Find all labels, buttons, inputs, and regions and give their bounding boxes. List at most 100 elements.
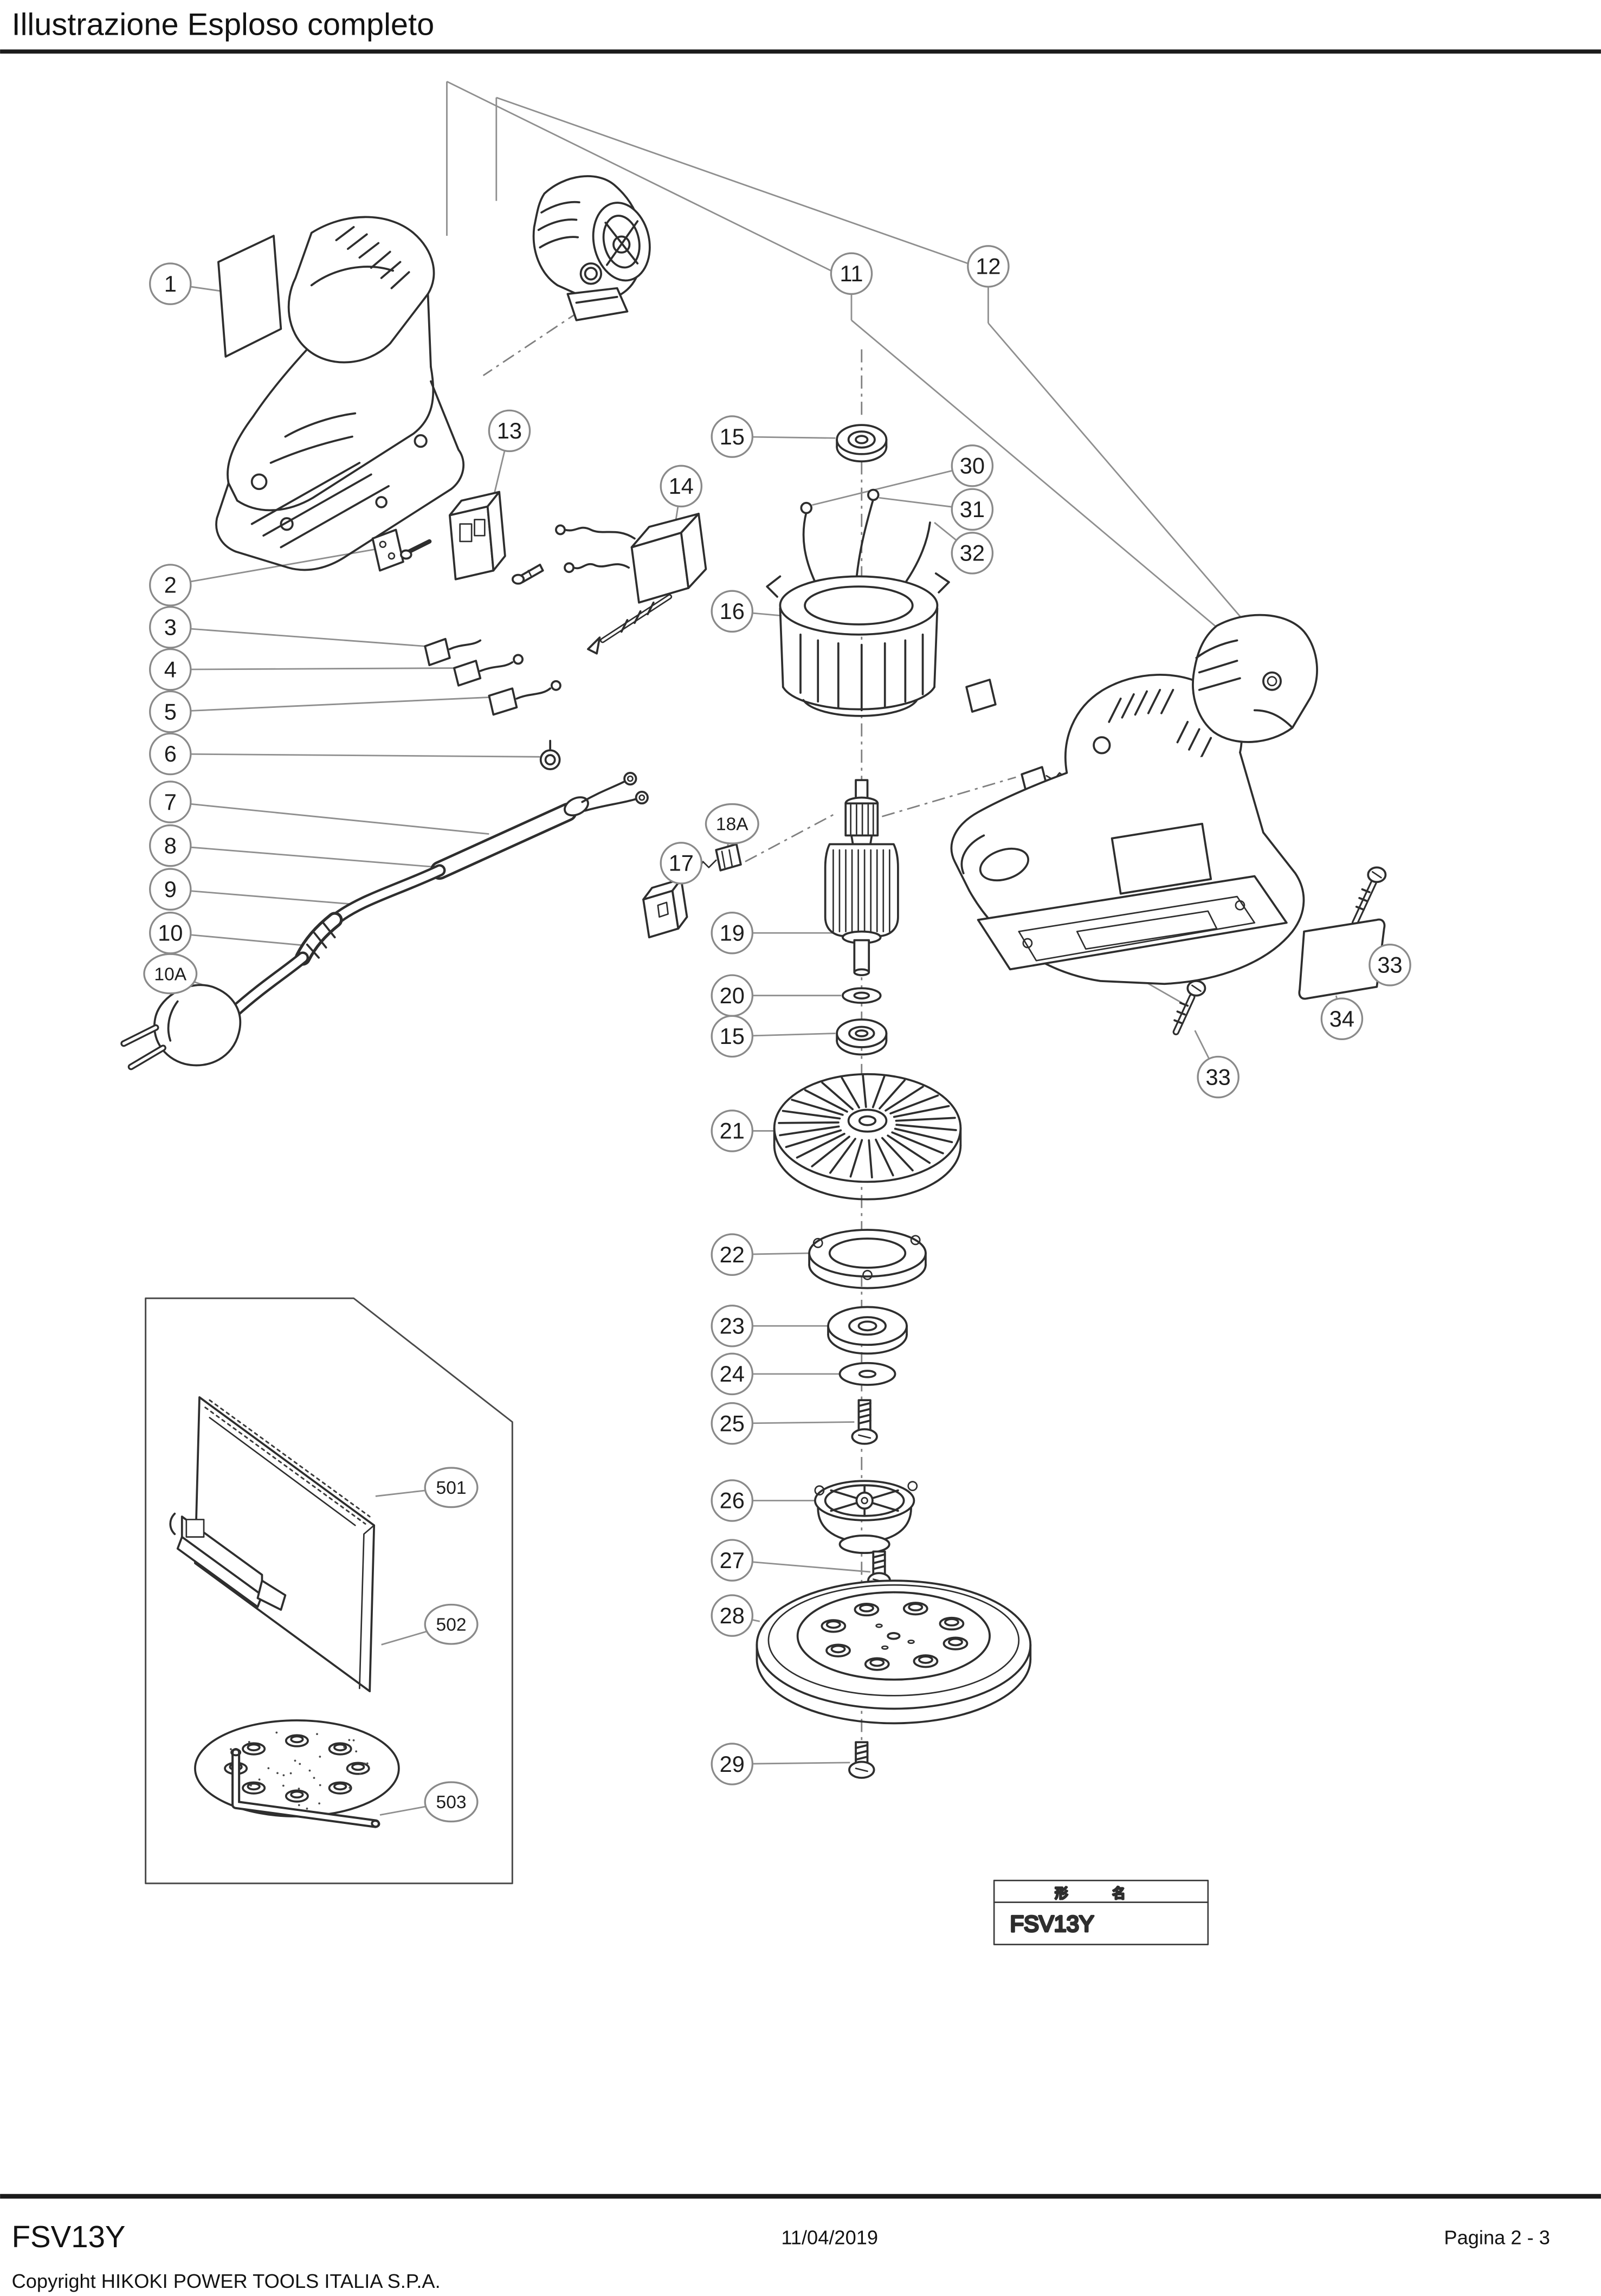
- structure-line: [496, 96, 969, 265]
- abrasive-dot: [364, 1762, 366, 1765]
- callout-balloon: [1368, 944, 1411, 986]
- abrasive-dot: [298, 1788, 300, 1790]
- callout-label: 10: [158, 920, 183, 945]
- part-screw-25: [851, 1399, 878, 1445]
- leader-line: [752, 436, 836, 439]
- part-dust-cover: [1192, 614, 1318, 743]
- leader-line: [190, 753, 540, 758]
- structure-line: [851, 319, 1217, 628]
- abrasive-dot: [282, 1774, 285, 1777]
- callout-balloon: [424, 1603, 479, 1645]
- pad-hole-inner: [825, 1620, 841, 1629]
- callout-label: 26: [720, 1488, 745, 1513]
- callout-label: 502: [436, 1615, 467, 1635]
- fan-blade: [829, 1138, 856, 1174]
- axis-line: [881, 776, 1016, 817]
- part-bearing-cover: [808, 1229, 927, 1289]
- leader-line: [190, 934, 312, 947]
- callout-label: 4: [164, 656, 177, 682]
- pad-hole-inner: [948, 1637, 963, 1647]
- callout-label: 24: [720, 1361, 745, 1386]
- leader-line: [752, 1561, 871, 1573]
- part-fan: [773, 1073, 962, 1201]
- abrasive-dot: [267, 1767, 270, 1770]
- abrasive-dot: [347, 1770, 350, 1772]
- fan-blade: [849, 1139, 863, 1178]
- disc-hole-inner: [247, 1743, 261, 1752]
- part-screw-29: [848, 1741, 875, 1779]
- model-box-value: FSV13Y: [1010, 1911, 1094, 1936]
- abrasive-dot: [248, 1741, 250, 1743]
- leader-line: [752, 1762, 850, 1765]
- leader-line: [190, 286, 222, 292]
- callout-balloon: [424, 1781, 479, 1823]
- fan-blade: [894, 1127, 953, 1144]
- fan-blade: [881, 1137, 914, 1172]
- part-housing-left: [215, 216, 465, 571]
- callout-balloon: [711, 1743, 754, 1785]
- leader-line: [879, 496, 952, 508]
- part-screw-33-bottom: [1172, 979, 1206, 1036]
- callout-label: 32: [960, 540, 985, 566]
- part-power-cord: [120, 771, 649, 1070]
- abrasive-dot: [299, 1763, 301, 1765]
- pad-hole-inner: [944, 1618, 959, 1627]
- fan-blade: [782, 1110, 841, 1120]
- callout-label: 23: [720, 1313, 745, 1339]
- abrasive-dot: [275, 1731, 278, 1734]
- abrasive-dot: [316, 1733, 318, 1736]
- pad-hole-inner: [830, 1644, 846, 1654]
- callout-balloon: [149, 262, 192, 305]
- fan-blade: [875, 1138, 894, 1177]
- callout-label: 28: [720, 1603, 745, 1628]
- part-bearing-lower: [836, 1018, 888, 1056]
- callout-balloon: [1197, 1055, 1240, 1099]
- abrasive-dot: [343, 1746, 346, 1749]
- fan-blade: [889, 1094, 939, 1115]
- callout-label: 1: [164, 271, 177, 296]
- callout-label: 20: [720, 983, 745, 1008]
- part-washer-24: [838, 1362, 896, 1386]
- disc-hole-inner: [333, 1743, 347, 1752]
- callout-label: 34: [1329, 1006, 1354, 1031]
- callout-label: 25: [720, 1410, 745, 1436]
- fan-blade: [891, 1131, 944, 1155]
- fan-blade: [841, 1076, 860, 1109]
- leader-line: [752, 1619, 760, 1622]
- leader-line: [381, 1630, 427, 1646]
- callout-balloon: [711, 590, 754, 633]
- callout-balloon: [660, 465, 703, 508]
- leader-line: [190, 628, 425, 647]
- callout-balloon: [1320, 997, 1364, 1040]
- leader-line: [190, 667, 454, 670]
- abrasive-dot: [308, 1769, 311, 1772]
- callout-label: 8: [164, 833, 177, 858]
- callout-label: 33: [1206, 1064, 1231, 1089]
- callout-label: 11: [840, 261, 863, 286]
- part-bearing-top: [836, 424, 888, 463]
- abrasive-dot: [318, 1802, 321, 1805]
- callout-balloon: [711, 1015, 754, 1058]
- callout-label: 6: [164, 741, 177, 766]
- leader-line: [190, 890, 367, 906]
- callout-label: 7: [164, 789, 177, 815]
- abrasive-dot: [258, 1778, 261, 1781]
- callout-label: 18A: [716, 815, 748, 835]
- leader-line: [812, 469, 953, 506]
- callout-balloon: [711, 1233, 754, 1276]
- part-housing-right: [950, 673, 1305, 985]
- callout-label: 10A: [154, 964, 186, 984]
- callout-balloon: [149, 868, 192, 911]
- fan-blade: [879, 1079, 906, 1110]
- callout-balloon: [951, 532, 994, 575]
- fan-blade: [868, 1139, 873, 1179]
- abrasive-dot: [352, 1739, 355, 1742]
- part-paper-holder-501: [169, 1396, 376, 1693]
- fan-blade: [887, 1134, 931, 1164]
- fan-blade: [885, 1086, 924, 1112]
- axis-line: [482, 311, 580, 376]
- callout-label: 5: [164, 699, 177, 724]
- callout-balloon: [705, 803, 759, 844]
- callout-balloon: [951, 488, 994, 531]
- callout-label: 13: [497, 418, 522, 443]
